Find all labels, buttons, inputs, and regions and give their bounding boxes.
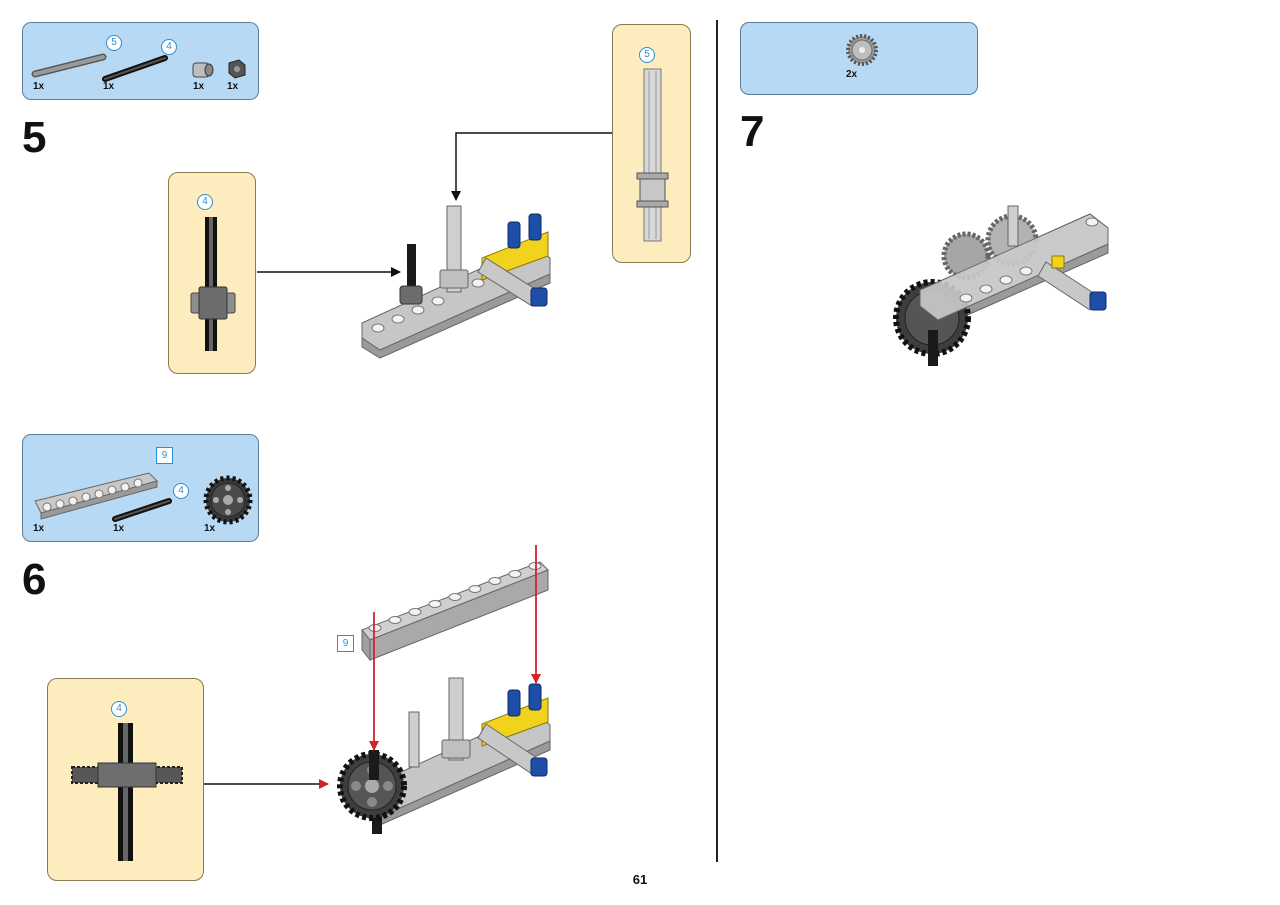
step5-callout-axle4: 4 xyxy=(168,172,256,374)
axle-4-part xyxy=(112,498,172,522)
gear-24-part xyxy=(203,475,253,525)
step-number: 6 xyxy=(22,555,47,604)
step6-floating-beam xyxy=(361,561,549,662)
step6-assembly xyxy=(337,677,551,834)
callout-arrow-axle5 xyxy=(451,132,612,201)
part-length-badge: 4 xyxy=(173,483,189,499)
part-qty: 1x xyxy=(113,523,125,534)
step6-parts-svg xyxy=(34,472,253,525)
part-qty: 1x xyxy=(204,523,216,534)
axle-with-gear-illustration xyxy=(71,723,183,861)
beam-9-part xyxy=(34,472,158,520)
part-qty: 1x xyxy=(227,81,239,92)
step5-assembly xyxy=(361,205,551,359)
beam-length-badge: 9 xyxy=(337,635,354,652)
axle-5-part xyxy=(31,53,107,78)
beam-length-badge: 9 xyxy=(156,447,173,464)
gear-24-light-part xyxy=(846,34,878,66)
callout-length-badge: 4 xyxy=(197,194,213,210)
part-length-badge: 5 xyxy=(106,35,122,51)
page-divider xyxy=(716,20,718,862)
step7-parts-svg xyxy=(846,34,878,66)
axle-with-bush-illustration xyxy=(190,217,236,351)
callout-length-badge: 4 xyxy=(111,701,127,717)
step5-callout-axle5: 5 xyxy=(612,24,691,263)
step6-callout-axle4-gear: 4 xyxy=(47,678,204,881)
part-length-badge: 4 xyxy=(161,39,177,55)
step7-assembly xyxy=(893,205,1109,366)
axle-with-bushings-illustration xyxy=(636,68,669,242)
page-number: 61 xyxy=(632,872,648,887)
step5-parts-svg xyxy=(31,53,246,82)
callout-length-badge: 5 xyxy=(639,47,655,63)
axle-4-part xyxy=(102,55,168,82)
step-number: 5 xyxy=(22,113,47,162)
bush-part xyxy=(192,62,214,78)
half-bush-part xyxy=(228,59,246,79)
part-qty: 1x xyxy=(33,81,45,92)
part-qty: 1x xyxy=(103,81,115,92)
step5-parts-panel: 5 4 1x 1x 1x 1x xyxy=(22,22,259,100)
part-qty: 1x xyxy=(33,523,45,534)
step-number: 7 xyxy=(740,107,765,156)
part-qty: 1x xyxy=(193,81,205,92)
part-qty: 2x xyxy=(846,69,858,80)
step6-parts-panel: 9 4 1x 1x 1x xyxy=(22,434,259,542)
step7-parts-panel: 2x xyxy=(740,22,978,95)
